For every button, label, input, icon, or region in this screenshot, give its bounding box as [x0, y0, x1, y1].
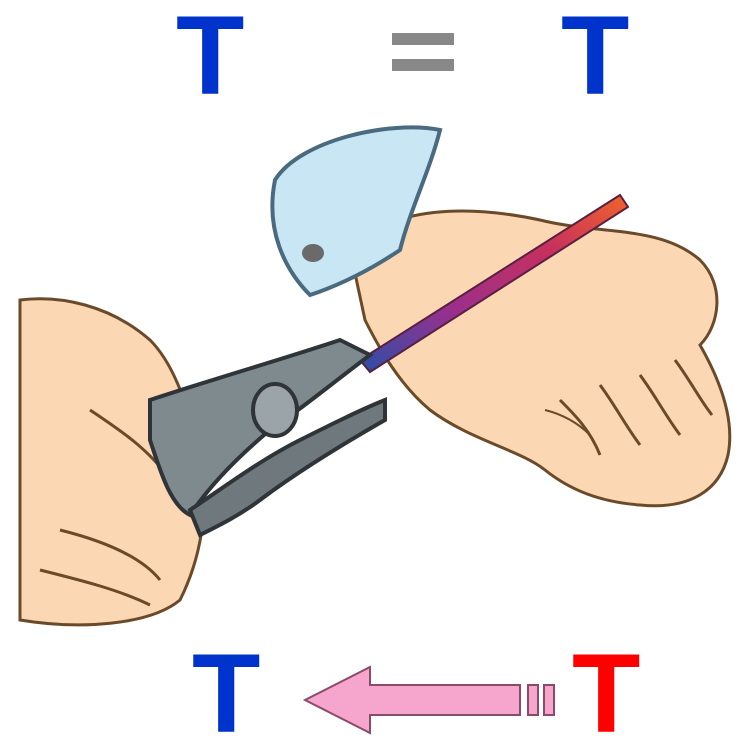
top-right-letter: T	[561, 0, 630, 118]
shirt-cuff-icon	[270, 125, 443, 298]
equals-bar-bottom	[392, 59, 454, 71]
top-left-letter: T	[176, 0, 245, 118]
illustration	[18, 125, 732, 627]
equals-bar-top	[392, 33, 454, 45]
equals-sign	[392, 33, 454, 75]
bottom-left-letter: T	[192, 631, 261, 756]
arrow-left-icon	[302, 665, 555, 735]
open-hand-icon	[348, 209, 732, 508]
pliers-icon	[148, 337, 387, 538]
heated-rod-icon	[358, 193, 630, 374]
bottom-right-letter: T	[572, 631, 641, 756]
